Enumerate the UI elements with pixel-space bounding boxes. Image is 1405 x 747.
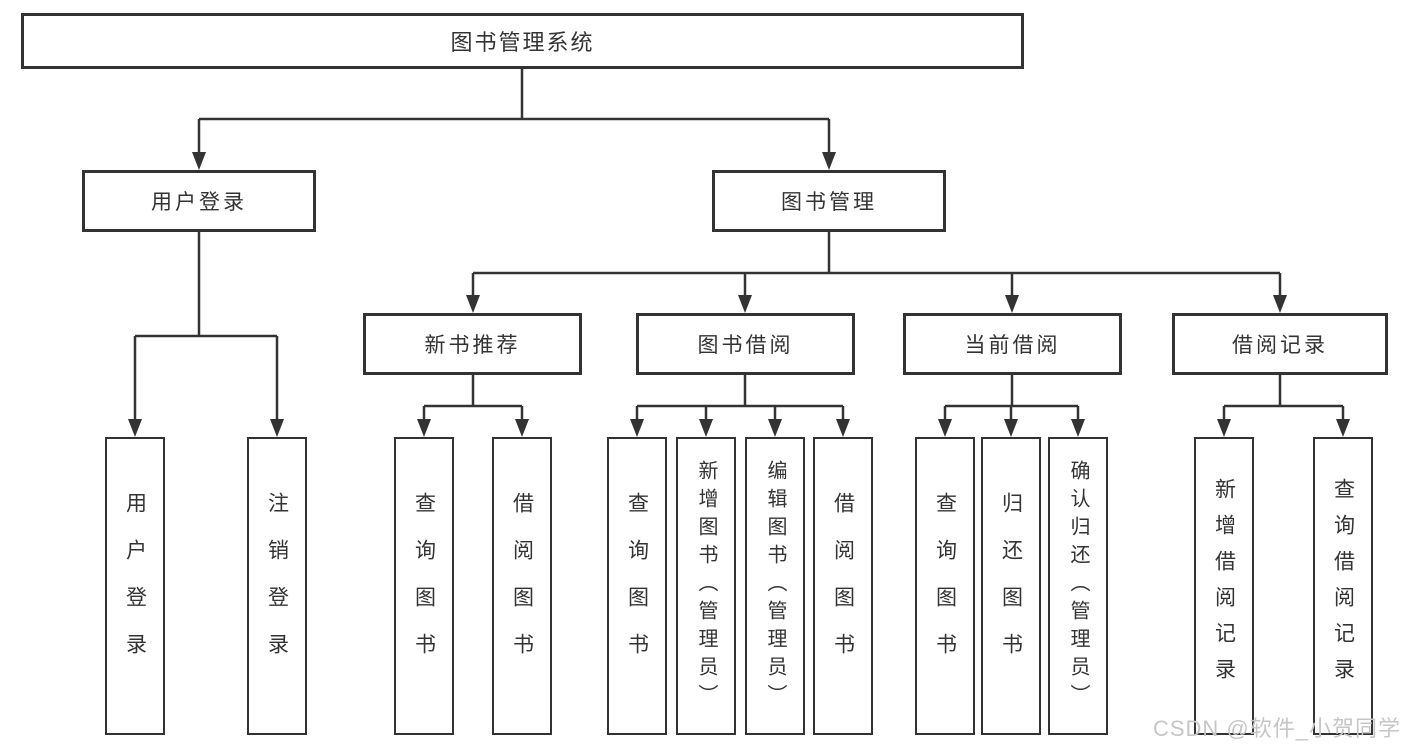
csdn-watermark: CSDN @软件_小贺同学	[1152, 716, 1401, 741]
leaf-borrow-books-2: 借阅图书	[813, 437, 873, 735]
leaf-logout-label: 注销登录	[265, 492, 289, 680]
leaf-return-books: 归还图书	[981, 437, 1041, 735]
leaf-user-login: 用户登录	[105, 437, 165, 735]
node-user-login: 用户登录	[82, 170, 316, 232]
leaf-confirm-return-admin-label: 确认归还（管理员）	[1067, 460, 1089, 712]
leaf-return-books-label: 归还图书	[999, 492, 1023, 680]
leaf-query-borrow-record: 查询借阅记录	[1313, 437, 1373, 735]
leaf-query-books-2: 查询图书	[607, 437, 667, 735]
leaf-add-books-admin: 新增图书（管理员）	[676, 437, 736, 735]
arrowheads	[128, 152, 1350, 437]
leaf-confirm-return-admin: 确认归还（管理员）	[1048, 437, 1108, 735]
leaf-query-borrow-record-label: 查询借阅记录	[1331, 478, 1355, 694]
leaf-user-login-label: 用户登录	[123, 492, 147, 680]
node-borrowing-records: 借阅记录	[1172, 313, 1388, 375]
node-book-management: 图书管理	[712, 170, 946, 232]
leaf-add-borrow-record-label: 新增借阅记录	[1212, 478, 1236, 694]
connector-stems	[133, 69, 1345, 422]
leaf-add-borrow-record: 新增借阅记录	[1194, 437, 1254, 735]
leaf-add-books-admin-label: 新增图书（管理员）	[695, 460, 717, 712]
leaf-edit-books-admin: 编辑图书（管理员）	[745, 437, 805, 735]
leaf-query-books-2-label: 查询图书	[625, 492, 649, 680]
leaf-edit-books-admin-label: 编辑图书（管理员）	[764, 460, 786, 712]
leaf-borrow-books-label: 借阅图书	[510, 492, 534, 680]
leaf-logout: 注销登录	[247, 437, 307, 735]
node-current-borrowing: 当前借阅	[903, 313, 1122, 375]
node-library-management-system: 图书管理系统	[21, 13, 1024, 69]
leaf-query-books-3-label: 查询图书	[933, 492, 957, 680]
node-book-borrowing: 图书借阅	[636, 313, 855, 375]
leaf-query-books-3: 查询图书	[915, 437, 975, 735]
leaf-query-books: 查询图书	[394, 437, 454, 735]
leaf-query-books-label: 查询图书	[412, 492, 436, 680]
leaf-borrow-books-2-label: 借阅图书	[831, 492, 855, 680]
leaf-borrow-books: 借阅图书	[492, 437, 552, 735]
node-new-book-recommend: 新书推荐	[363, 313, 582, 375]
